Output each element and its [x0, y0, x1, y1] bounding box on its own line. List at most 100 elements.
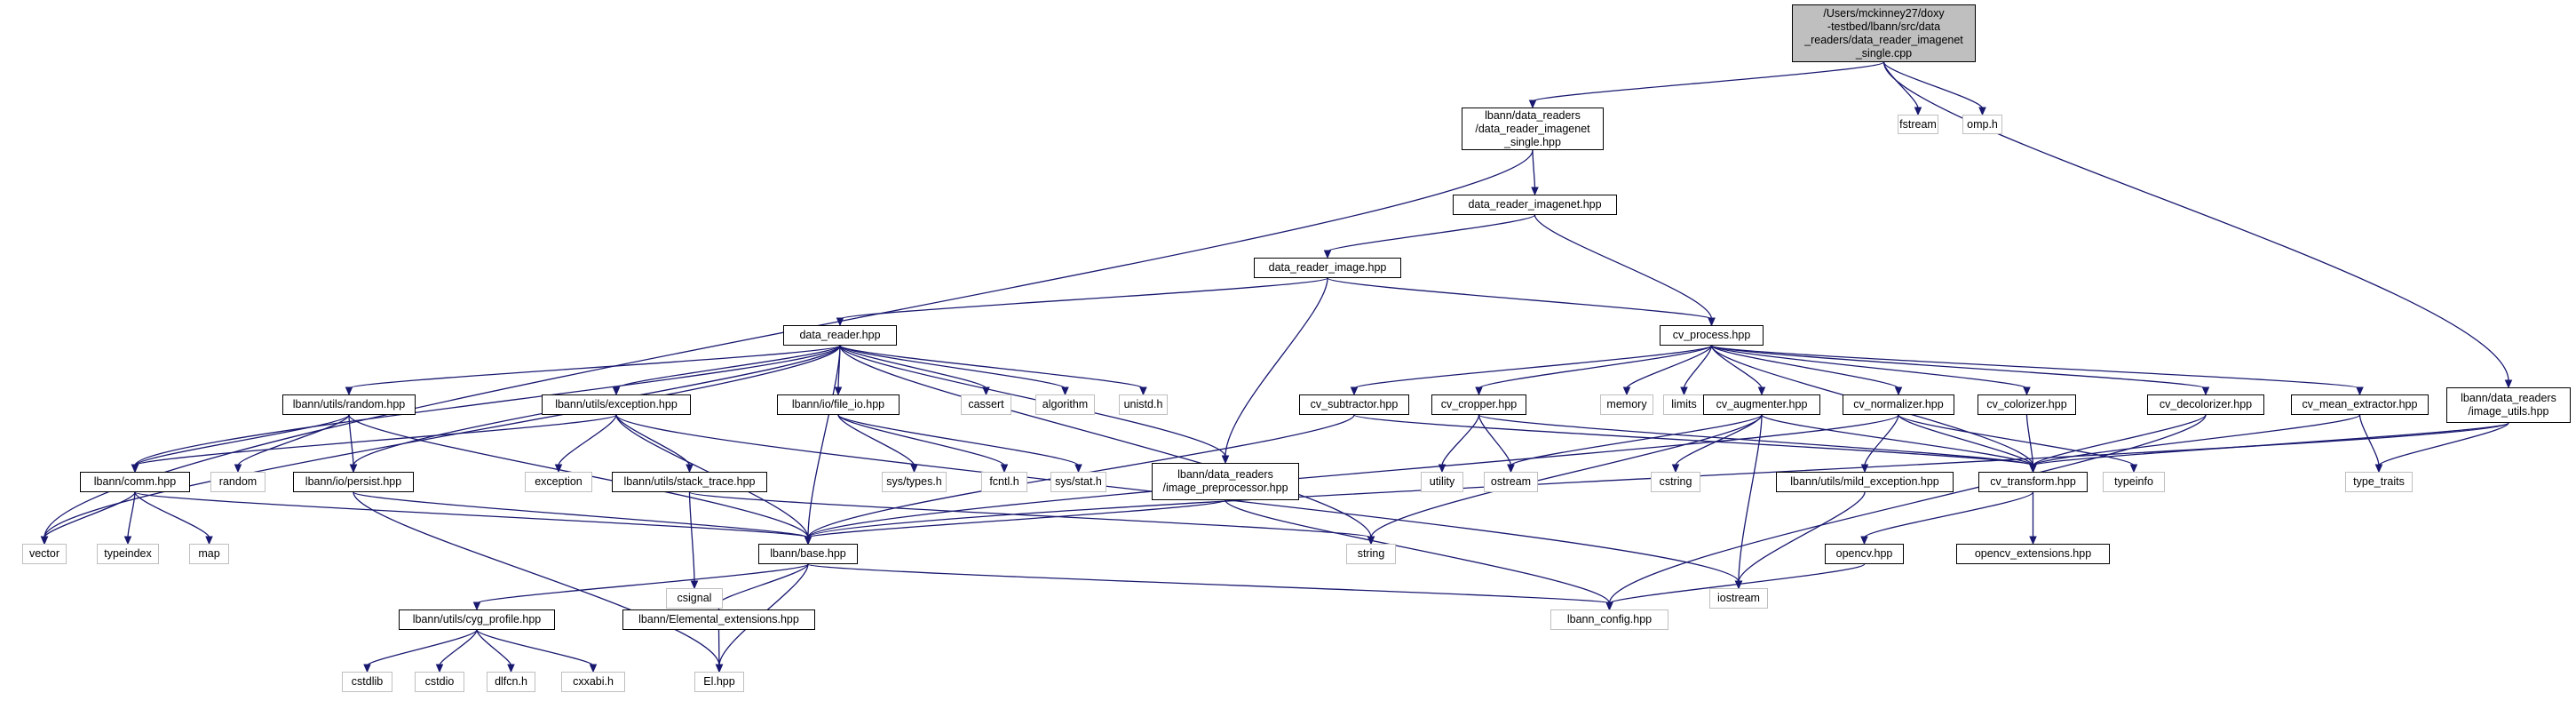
- node-cvmean[interactable]: cv_mean_extractor.hpp: [2291, 394, 2429, 415]
- edge-cvnorm-to-base: [807, 414, 1899, 538]
- arrowhead-cvaug-to-string: [1367, 536, 1375, 546]
- node-cvdecol[interactable]: cv_decolorizer.hpp: [2147, 394, 2264, 415]
- arrowhead-drh-to-exc: [612, 386, 621, 396]
- arrowhead-fio-to-sysstat: [1074, 464, 1082, 474]
- arrowhead-drh-to-rand: [345, 386, 353, 396]
- arrowhead-cvaug-to-cstring: [1671, 464, 1680, 474]
- edge-drh-to-unistd: [839, 345, 1145, 389]
- node-cstring: cstring: [1651, 472, 1700, 492]
- node-opencv[interactable]: opencv.hpp: [1825, 544, 1904, 564]
- node-dri_hpp[interactable]: data_reader_imagenet.hpp: [1453, 195, 1617, 215]
- edge-cvmean-to-cvtrans: [2032, 414, 2361, 466]
- edge-opencv-to-config: [1608, 563, 1866, 604]
- arrowhead-fio-to-fcntl: [1000, 464, 1009, 474]
- edge-drimg-to-drh: [839, 277, 1328, 320]
- edge-cvdecol-to-config: [1608, 414, 2207, 604]
- edge-cyg-to-cstdio: [439, 629, 478, 666]
- node-systypes: sys/types.h: [882, 472, 947, 492]
- node-rand[interactable]: lbann/utils/random.hpp: [282, 394, 416, 415]
- node-type_traits: type_traits: [2345, 472, 2413, 492]
- node-elext[interactable]: lbann/Elemental_extensions.hpp: [622, 609, 815, 630]
- arrowhead-dris_hpp-to-dri_hpp: [1531, 187, 1539, 196]
- node-base[interactable]: lbann/base.hpp: [758, 544, 858, 564]
- arrowhead-cvp-to-cvdecol: [2201, 386, 2210, 396]
- node-cvsub[interactable]: cv_subtractor.hpp: [1299, 394, 1409, 415]
- arrowhead-cvnorm-to-mild: [1860, 464, 1869, 474]
- node-iostream: iostream: [1709, 588, 1768, 609]
- node-drh[interactable]: data_reader.hpp: [783, 325, 897, 346]
- edge-mild-to-iostream: [1738, 491, 1866, 583]
- edge-layer: [40, 61, 2513, 673]
- node-typeindex: typeindex: [97, 544, 159, 564]
- node-root: /Users/mckinney27/doxy -testbed/lbann/sr…: [1792, 4, 1976, 62]
- arrowhead-cvtrans-to-opencv_ext: [2029, 536, 2037, 546]
- arrowhead-cvp-to-limits: [1680, 386, 1688, 396]
- node-cvcol[interactable]: cv_colorizer.hpp: [1978, 394, 2076, 415]
- node-imgutils[interactable]: lbann/data_readers /image_utils.hpp: [2446, 387, 2571, 423]
- node-cvp[interactable]: cv_process.hpp: [1660, 325, 1764, 346]
- edge-cvp-to-cvdecol: [1710, 345, 2207, 389]
- edge-cyg-to-cstdlib: [366, 629, 478, 666]
- edge-cyg-to-dlfcn: [476, 629, 512, 666]
- node-memory: memory: [1600, 394, 1653, 415]
- edge-cvnorm-to-cvtrans: [1898, 414, 2034, 466]
- node-mild[interactable]: lbann/utils/mild_exception.hpp: [1776, 472, 1954, 492]
- arrowhead-cyg-to-dlfcn: [507, 664, 515, 673]
- node-dlfcn: dlfcn.h: [487, 672, 535, 692]
- node-cyg[interactable]: lbann/utils/cyg_profile.hpp: [399, 609, 555, 630]
- node-dris_hpp[interactable]: lbann/data_readers /data_reader_imagenet…: [1462, 108, 1604, 150]
- node-persist[interactable]: lbann/io/persist.hpp: [293, 472, 414, 492]
- edge-cvaug-to-iostream: [1738, 414, 1763, 583]
- arrowhead-cvtrans-to-opencv: [1860, 536, 1868, 546]
- node-algorithm: algorithm: [1035, 394, 1095, 415]
- node-imgpre[interactable]: lbann/data_readers /image_preprocessor.h…: [1152, 463, 1299, 500]
- node-utility: utility: [1421, 472, 1463, 492]
- arrowhead-drh-to-fio: [834, 386, 843, 396]
- arrowhead-stack-to-csignal: [690, 580, 699, 590]
- arrowhead-comm-to-map: [205, 536, 213, 546]
- node-ostream: ostream: [1484, 472, 1538, 492]
- node-sysstat: sys/stat.h: [1050, 472, 1106, 492]
- node-cstdio: cstdio: [415, 672, 464, 692]
- edge-fio-to-systypes: [837, 414, 915, 466]
- arrowhead-cvp-to-cvcrop: [1475, 386, 1483, 396]
- edge-comm-to-vector: [44, 491, 136, 538]
- node-comm[interactable]: lbann/comm.hpp: [80, 472, 190, 492]
- arrowhead-cyg-to-cstdlib: [363, 664, 371, 673]
- edge-drh-to-rand: [348, 345, 841, 389]
- arrowhead-rand-to-persist: [349, 464, 358, 474]
- edge-comm-to-map: [134, 491, 210, 538]
- node-fio[interactable]: lbann/io/file_io.hpp: [777, 394, 900, 415]
- edge-drh-to-cassert: [839, 345, 987, 389]
- node-stack[interactable]: lbann/utils/stack_trace.hpp: [612, 472, 767, 492]
- edge-comm-to-typeindex: [127, 491, 136, 538]
- edge-fio-to-sysstat: [837, 414, 1080, 466]
- edge-drh-to-base: [807, 345, 841, 538]
- arrowhead-cvp-to-cvmean: [2356, 386, 2364, 396]
- edge-drh-to-string: [839, 345, 1372, 538]
- node-cvnorm[interactable]: cv_normalizer.hpp: [1843, 394, 1954, 415]
- arrowhead-exc-to-comm: [131, 464, 139, 474]
- node-string: string: [1346, 544, 1396, 564]
- arrowhead-imgutils-to-type_traits: [2374, 464, 2383, 474]
- node-opencv_ext[interactable]: opencv_extensions.hpp: [1956, 544, 2110, 564]
- edge-root-to-imgutils: [1882, 61, 2509, 382]
- edge-imgpre-to-config: [1225, 499, 1611, 604]
- node-cvaug[interactable]: cv_augmenter.hpp: [1703, 394, 1820, 415]
- node-fstream: fstream: [1898, 115, 1938, 134]
- edge-cvp-to-cvnorm: [1710, 345, 1899, 389]
- node-drimg[interactable]: data_reader_image.hpp: [1254, 258, 1401, 278]
- edge-drimg-to-cvp: [1327, 277, 1713, 320]
- node-exc[interactable]: lbann/utils/exception.hpp: [542, 394, 691, 415]
- arrowhead-drimg-to-cvp: [1708, 317, 1716, 327]
- arrowhead-exc-to-stack: [686, 464, 694, 474]
- edge-cyg-to-cxxabi: [476, 629, 594, 666]
- edge-cvaug-to-string: [1370, 414, 1763, 538]
- node-cvtrans[interactable]: cv_transform.hpp: [1978, 472, 2088, 492]
- edge-stack-to-csignal: [688, 491, 695, 583]
- edge-drh-to-imgpre: [839, 345, 1226, 458]
- arrowhead-cvaug-to-ostream: [1507, 464, 1515, 474]
- node-cvcrop[interactable]: cv_cropper.hpp: [1431, 394, 1526, 415]
- node-exception: exception: [525, 472, 592, 492]
- edge-root-to-dris_hpp: [1532, 61, 1885, 102]
